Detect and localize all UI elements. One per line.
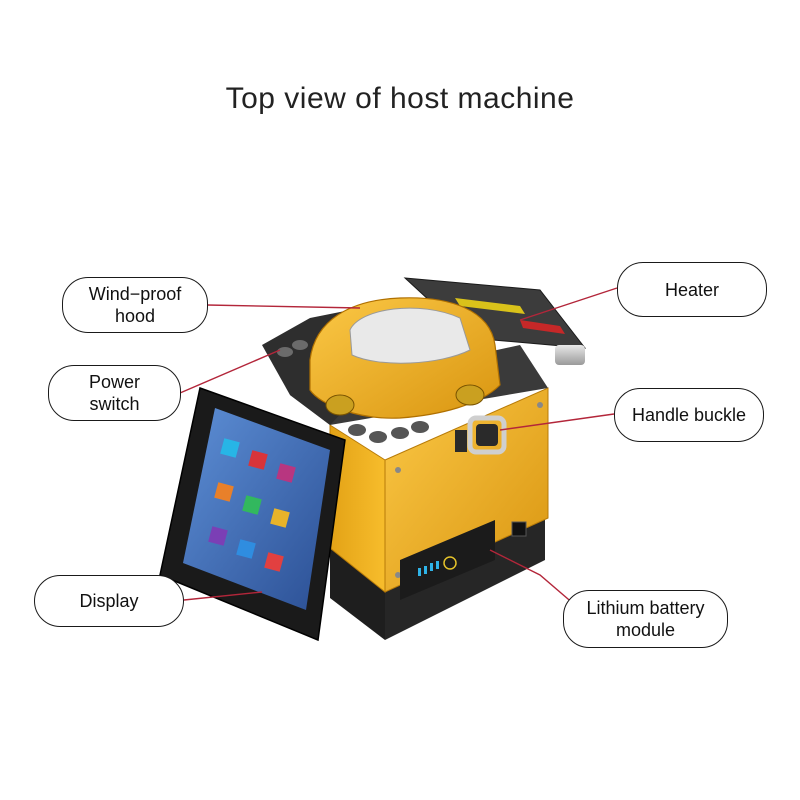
callout-heater-label: Heater bbox=[664, 279, 720, 300]
display-screen bbox=[159, 387, 346, 642]
callout-power-switch: Power switch bbox=[48, 365, 181, 421]
callout-display-label: Display bbox=[79, 591, 139, 611]
callout-display: Display bbox=[34, 575, 184, 627]
handle-buckle bbox=[455, 415, 507, 455]
deck-buttons bbox=[348, 421, 429, 443]
power-switch bbox=[277, 340, 308, 357]
machine-base bbox=[330, 515, 545, 640]
leader-line-handle-buckle bbox=[499, 413, 615, 431]
leader-line-display bbox=[183, 591, 263, 601]
callout-heater: Heater bbox=[617, 262, 767, 317]
page-title: Top view of host machine bbox=[225, 82, 575, 115]
machine-body bbox=[329, 387, 549, 594]
callout-wind-proof-hood-label: Wind−proof hood bbox=[88, 284, 182, 326]
wind-proof-hood bbox=[309, 297, 501, 419]
callout-handle-buckle-label: Handle buckle bbox=[631, 405, 747, 425]
heater bbox=[403, 277, 587, 365]
leader-line-wind-proof-hood bbox=[206, 304, 361, 309]
leader-line-power-switch bbox=[179, 349, 281, 394]
callout-lithium-battery-module-label: Lithium battery module bbox=[586, 598, 705, 640]
callout-wind-proof-hood: Wind−proof hood bbox=[62, 277, 208, 333]
callout-power-switch-label: Power switch bbox=[88, 372, 141, 414]
callout-lithium-battery-module: Lithium battery module bbox=[563, 590, 728, 648]
battery-module bbox=[400, 520, 527, 600]
leader-line-heater bbox=[519, 287, 618, 321]
callout-handle-buckle: Handle buckle bbox=[614, 388, 764, 442]
leader-lines bbox=[179, 287, 618, 606]
leader-line-lithium-battery-module bbox=[489, 549, 576, 606]
